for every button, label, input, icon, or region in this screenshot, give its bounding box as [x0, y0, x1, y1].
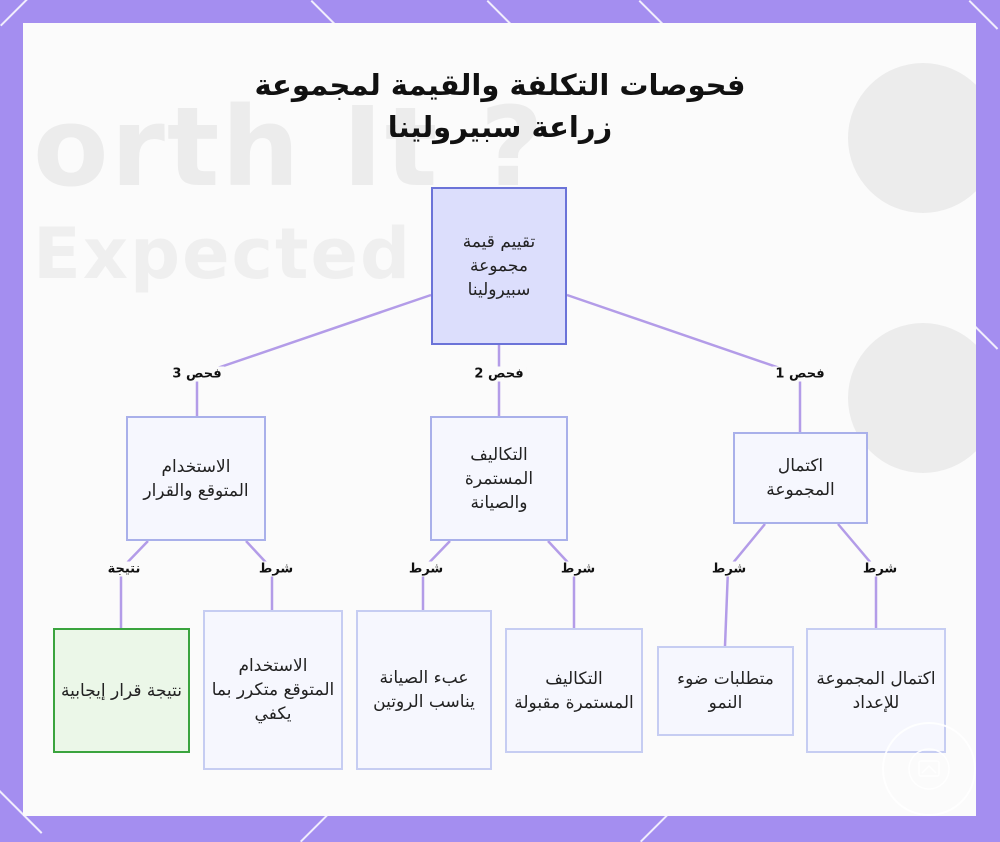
leaf-result-node: نتيجة قرار إيجابية: [53, 628, 190, 753]
edge-label-result: نتيجة: [104, 561, 144, 577]
edge-check3-result: [119, 540, 149, 628]
leaf-maintenance-label: عبء الصيانة يناسب الروتين: [373, 668, 475, 712]
background-clock-circle: [848, 323, 976, 473]
leaf-usage-node: الاستخدام المتوقع متكرر بما يكفي: [203, 610, 343, 770]
edge-label-condition: شرط: [557, 561, 599, 577]
title-line-2: زراعة سبيرولينا: [387, 110, 613, 144]
check3-node: الاستخدام المتوقع والقرار: [126, 416, 266, 541]
edge-label-condition: شرط: [708, 561, 750, 577]
edge-check2-costs: [547, 540, 576, 628]
edge-check1-light: [723, 523, 766, 647]
edge-label-condition: شرط: [405, 561, 447, 577]
edge-root-check3: [195, 293, 432, 416]
background-dollar-circle: [848, 63, 976, 213]
check1-node-label: اكتمال المجموعة: [766, 456, 835, 500]
leaf-result-label: نتيجة قرار إيجابية: [61, 680, 182, 701]
seal-logo-icon: [882, 722, 976, 816]
leaf-usage-label: الاستخدام المتوقع متكرر بما يكفي: [211, 656, 335, 724]
leaf-costs-label: التكاليف المستمرة مقبولة: [514, 668, 634, 713]
edge-root-check1: [566, 293, 802, 432]
check3-node-label: الاستخدام المتوقع والقرار: [143, 456, 249, 501]
edge-label-condition: شرط: [859, 561, 901, 577]
leaf-maintenance-node: عبء الصيانة يناسب الروتين: [356, 610, 492, 770]
leaf-kit-complete-label: اكتمال المجموعة للإعداد: [816, 668, 936, 713]
diagram-title: فحوصات التكلفة والقيمة لمجموعة زراعة سبي…: [0, 64, 1000, 148]
check2-node: التكاليف المستمرة والصيانة: [430, 416, 568, 541]
root-node-label: تقييم قيمة مجموعة سبيرولينا: [462, 232, 536, 300]
leaf-costs-node: التكاليف المستمرة مقبولة: [505, 628, 643, 753]
leaf-light-node: متطلبات ضوء النمو: [657, 646, 794, 736]
edge-label-check2: فحص 2: [471, 366, 527, 382]
leaf-light-label: متطلبات ضوء النمو: [677, 669, 774, 713]
edge-label-check1: فحص 1: [772, 366, 828, 382]
title-line-1: فحوصات التكلفة والقيمة لمجموعة: [254, 68, 746, 102]
check1-node: اكتمال المجموعة: [733, 432, 868, 524]
edge-label-condition: شرط: [255, 561, 297, 577]
root-node: تقييم قيمة مجموعة سبيرولينا: [431, 187, 567, 345]
seal-logo-icon-graphic: [908, 748, 950, 790]
edge-label-check3: فحص 3: [169, 366, 225, 382]
check2-node-label: التكاليف المستمرة والصيانة: [464, 444, 534, 513]
